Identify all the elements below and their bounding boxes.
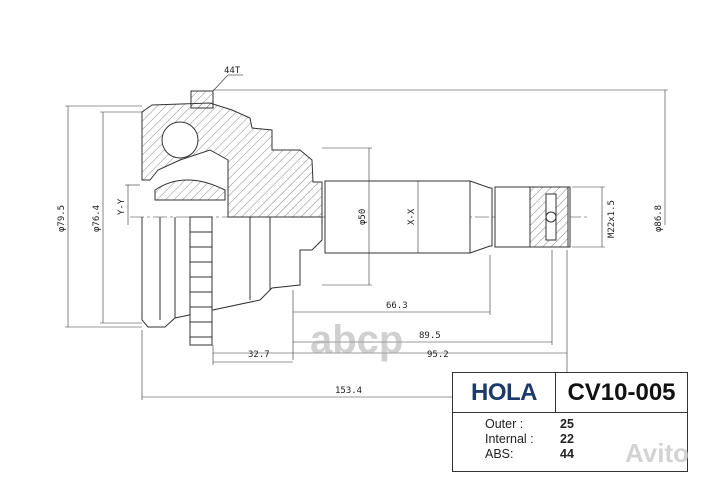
abs-tooth [190, 90, 214, 109]
spec-internal: Internal :22 [485, 432, 574, 446]
label-95-2: 95.2 [427, 350, 449, 360]
abs-ring [189, 216, 213, 346]
label-shaft-dia: φ50 [358, 209, 368, 225]
spec-abs: ABS:44 [485, 447, 574, 461]
housing-lower [141, 217, 323, 328]
label-89-5: 89.5 [419, 331, 441, 341]
label-66-3: 66.3 [386, 301, 408, 311]
label-inner-dia: φ76.4 [92, 205, 102, 232]
label-section-y: Y-Y [117, 198, 127, 215]
label-32-7: 32.7 [248, 350, 270, 360]
label-153-4: 153.4 [335, 386, 362, 396]
label-thread: M22x1.5 [607, 200, 617, 238]
watermark-abcp: abcp [310, 318, 404, 362]
spec-outer: Outer :25 [485, 417, 574, 431]
title-block: HOLA CV10-005 Outer :25 Internal :22 ABS… [452, 372, 688, 472]
label-44t: 44T [224, 66, 241, 76]
watermark-avito: Avito [625, 438, 690, 468]
label-abs-dia: φ86.8 [654, 205, 664, 232]
brand-logo: HOLA [453, 373, 556, 413]
label-outer-dia: φ79.5 [57, 205, 67, 232]
part-number: CV10-005 [556, 373, 687, 413]
spec-list: Outer :25 Internal :22 ABS:44 [485, 417, 574, 462]
shaft [324, 180, 471, 254]
ball [161, 121, 199, 159]
label-section-x: X-X [407, 208, 417, 225]
